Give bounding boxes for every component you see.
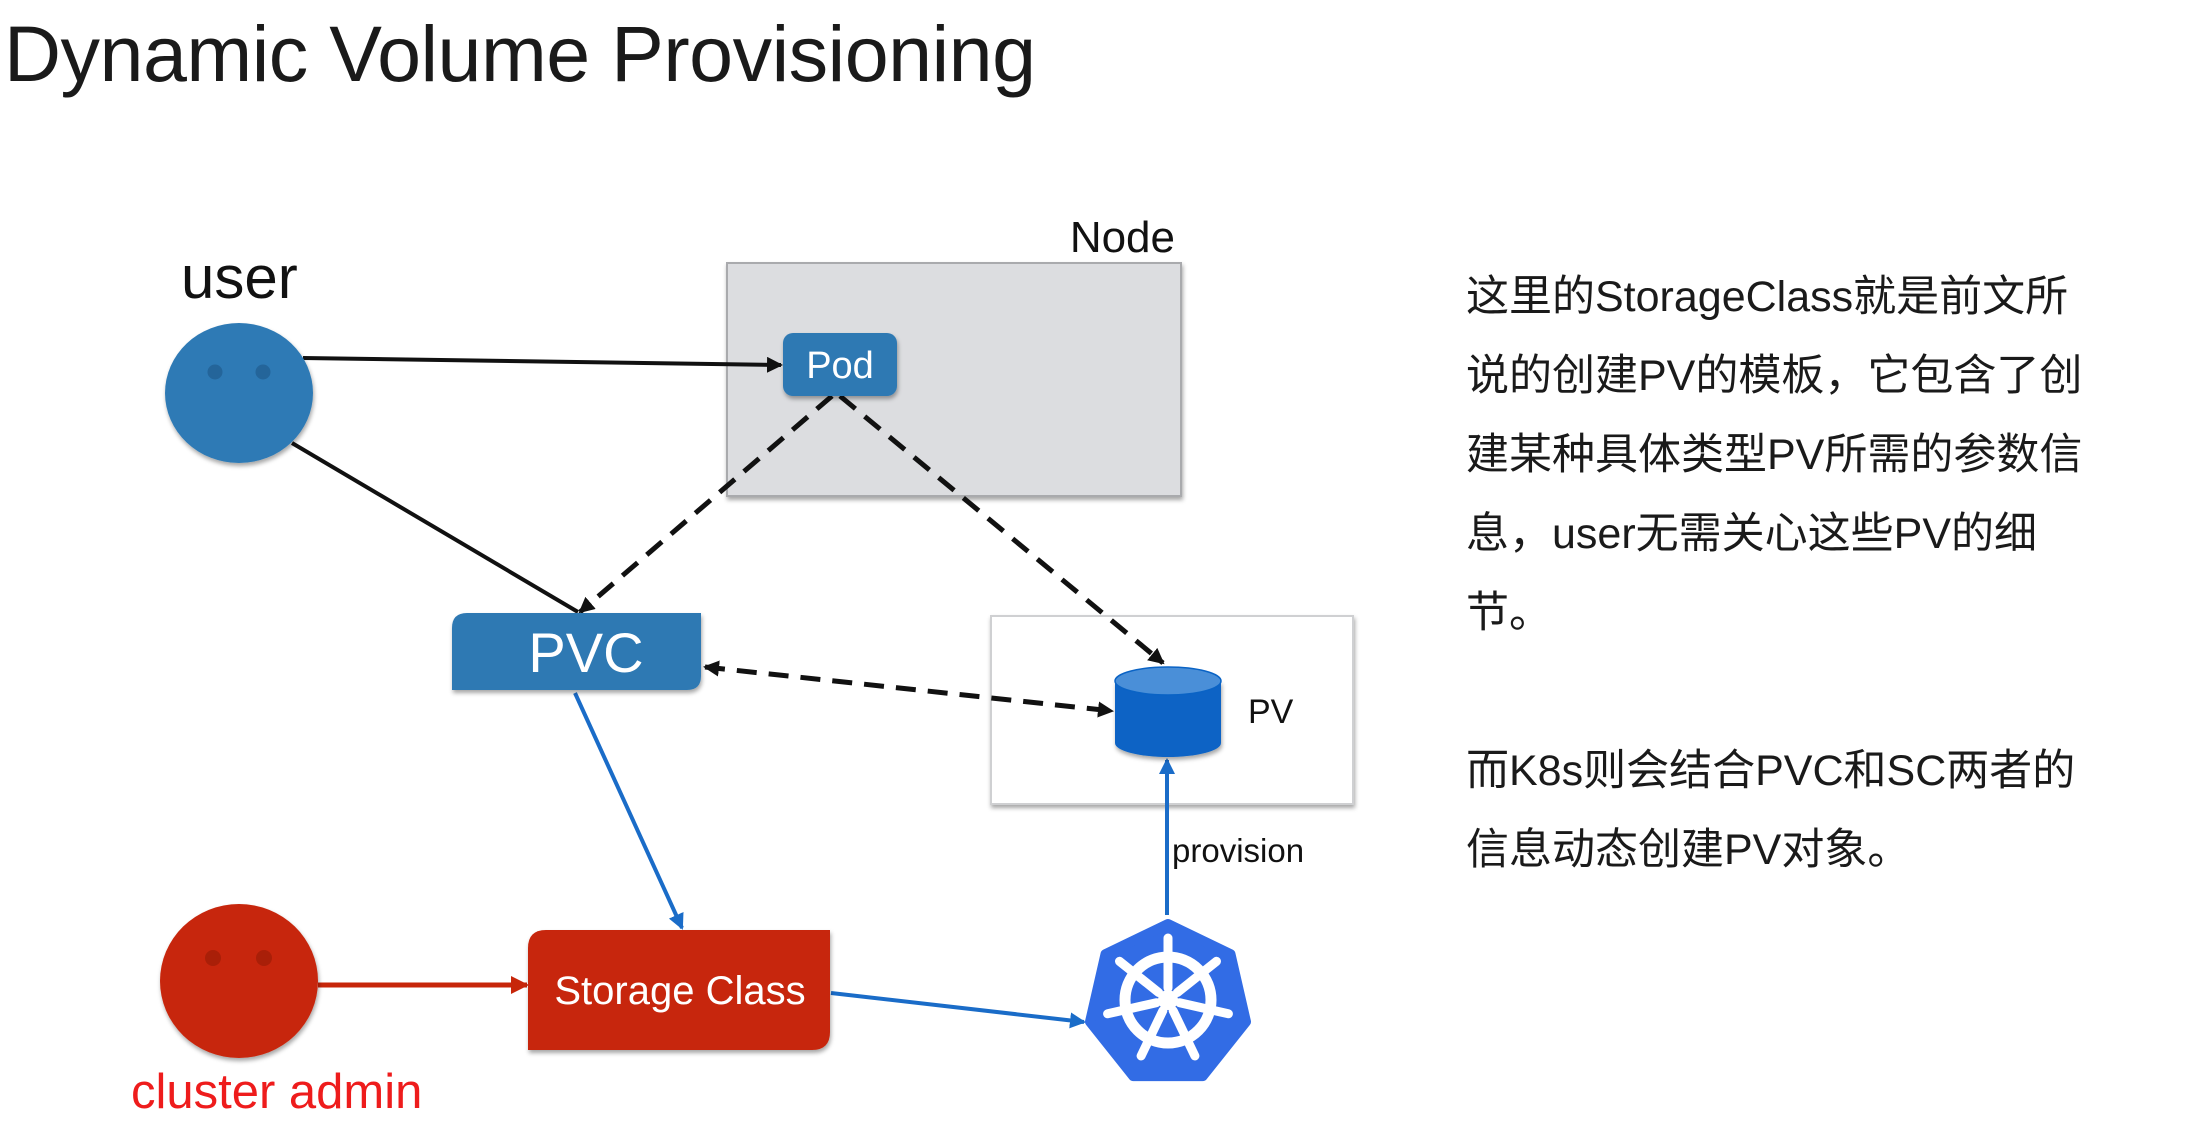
dashed-pvc-pv-binding xyxy=(703,660,1114,718)
description-line: 息，user无需关心这些PV的细 xyxy=(1466,510,2038,558)
user-actor: user xyxy=(165,244,313,463)
k8s-wheel-spoke xyxy=(1115,956,1164,997)
description-line: 节。 xyxy=(1466,589,1552,637)
k8s-wheel-spoke xyxy=(1103,998,1161,1019)
slide-title: Dynamic Volume Provisioning xyxy=(4,9,1036,98)
description-line: 信息动态创建PV对象。 xyxy=(1466,826,1911,874)
line-user-to-pvc xyxy=(290,441,580,614)
pv-label: PV xyxy=(1248,693,1294,731)
arrow-storageclass-to-k8s xyxy=(830,991,1086,1029)
pod-label: Pod xyxy=(806,345,874,387)
description-paragraph-2: 而K8s则会结合PVC和SC两者的 信息动态创建PV对象。 xyxy=(1466,732,2075,890)
k8s-wheel-spoke xyxy=(1136,1006,1168,1061)
storage-class-box xyxy=(528,930,830,1050)
admin-face-icon xyxy=(160,904,318,1058)
pvc-node: PVC xyxy=(452,613,701,690)
pod-box xyxy=(783,333,897,396)
arrow-user-to-pod xyxy=(302,356,783,373)
description-line: 建某种具体类型PV所需的参数信 xyxy=(1466,431,2083,479)
cluster-admin-label: cluster admin xyxy=(131,1065,422,1119)
pvc-label: PVC xyxy=(528,621,643,684)
dashed-pod-to-pv xyxy=(838,394,1165,665)
description-paragraph-1: 这里的StorageClass就是前文所 说的创建PV的模板，它包含了创 建某种… xyxy=(1466,258,2082,653)
provision-label: provision xyxy=(1172,832,1304,869)
node-label: Node xyxy=(1070,213,1175,262)
storage-class-label: Storage Class xyxy=(554,969,805,1013)
connections xyxy=(290,356,1175,1029)
description-line: 说的创建PV的模板，它包含了创 xyxy=(1466,352,2083,400)
k8s-wheel-spoke xyxy=(1172,956,1221,997)
description-line: 这里的StorageClass就是前文所 xyxy=(1466,273,2069,321)
arrow-pvc-to-storageclass xyxy=(573,692,684,930)
k8s-wheel-spoke xyxy=(1168,1006,1200,1061)
pod-node: Pod xyxy=(783,333,897,396)
description-line: 而K8s则会结合PVC和SC两者的 xyxy=(1466,747,2076,795)
cluster-admin-actor: cluster admin xyxy=(131,904,422,1119)
storage-class-node: Storage Class xyxy=(528,930,830,1050)
dashed-pod-to-pvc xyxy=(578,394,834,614)
pv-node: PV xyxy=(1114,666,1294,757)
storage-cylinder-icon xyxy=(1114,666,1222,757)
user-face-icon xyxy=(165,323,313,463)
user-label: user xyxy=(181,244,298,311)
pvc-box xyxy=(452,613,701,690)
kubernetes-icon xyxy=(1085,919,1251,1082)
k8s-wheel-spoke xyxy=(1175,998,1233,1019)
